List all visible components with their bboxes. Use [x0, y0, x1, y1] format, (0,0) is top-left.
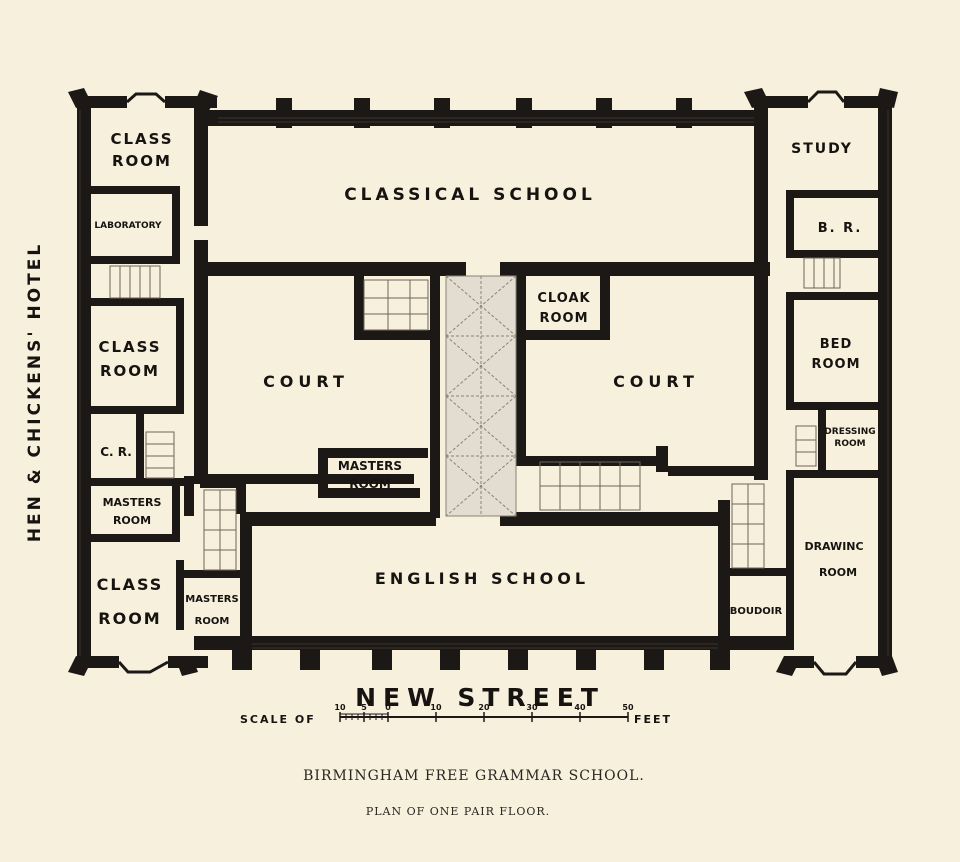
room-label-class-top-1: CLASS [110, 130, 173, 148]
room-label-court-right: COURT [613, 372, 699, 391]
room-labels: CLASS ROOM LABORATORY CLASS ROOM C. R. M… [94, 130, 875, 628]
room-label-masters-left-1: MASTERS [103, 496, 162, 509]
room-label-class-mid-1: CLASS [98, 338, 161, 356]
room-label-br: B. R. [818, 221, 863, 236]
room-label-english-school: ENGLISH SCHOOL [375, 569, 589, 588]
caption-title: BIRMINGHAM FREE GRAMMAR SCHOOL. [303, 768, 645, 784]
room-label-cloak-1: CLOAK [537, 291, 590, 306]
room-label-class-bottom-2: ROOM [98, 609, 161, 628]
scale-tick-label: 5 [361, 703, 367, 712]
room-label-classical-school: CLASSICAL SCHOOL [344, 185, 596, 205]
stair-cloak-side [363, 279, 429, 331]
room-label-masters-bottom-1: MASTERS [185, 594, 238, 605]
bay-windows [117, 90, 858, 676]
scale-prefix: SCALE OF [240, 713, 316, 726]
room-label-cr: C. R. [100, 445, 132, 459]
room-label-class-bottom-1: CLASS [97, 575, 164, 594]
stair-left-wing [109, 265, 237, 571]
room-label-drawing-2: ROOM [819, 566, 857, 579]
scale-suffix: FEET [634, 713, 672, 726]
stair-right-wing [731, 257, 841, 569]
scale-tick-label: 30 [526, 703, 538, 712]
stair-center-south [539, 461, 641, 511]
scale-tick-label: 40 [574, 703, 586, 712]
room-label-court-left: COURT [263, 372, 349, 391]
scale-tick-label: 10 [334, 703, 346, 712]
scale-tick-label: 50 [622, 703, 634, 712]
side-label-hotel: HEN & CHICKENS' HOTEL [25, 242, 45, 542]
room-label-class-top-2: ROOM [112, 152, 172, 170]
room-label-class-mid-2: ROOM [100, 362, 160, 380]
caption-subtitle: PLAN OF ONE PAIR FLOOR. [366, 805, 550, 818]
room-label-bed-1: BED [820, 337, 853, 352]
street-label: NEW STREET [355, 683, 605, 712]
staircases [109, 257, 841, 571]
scale-tick-label: 0 [385, 703, 391, 712]
room-label-cloak-2: ROOM [539, 311, 588, 326]
facade-windows [79, 110, 889, 656]
scale-tick-label: 20 [478, 703, 490, 712]
room-label-bed-2: ROOM [811, 357, 860, 372]
room-label-drawing-1: DRAWINC [804, 540, 863, 553]
room-label-boudoir: BOUDOIR [730, 606, 783, 617]
room-label-study: STUDY [791, 141, 853, 157]
scale-tick-label: 10 [430, 703, 442, 712]
room-label-masters-left-2: ROOM [113, 514, 151, 527]
room-label-masters-center-1: MASTERS [338, 459, 402, 473]
room-label-laboratory: LABORATORY [94, 221, 162, 231]
central-corridor-vaulting [445, 275, 517, 517]
room-label-dressing-1: DRESSING [824, 427, 875, 437]
room-label-dressing-2: ROOM [834, 439, 865, 449]
room-label-masters-center-2: ROOM [349, 477, 391, 491]
room-label-masters-bottom-2: ROOM [195, 616, 230, 627]
